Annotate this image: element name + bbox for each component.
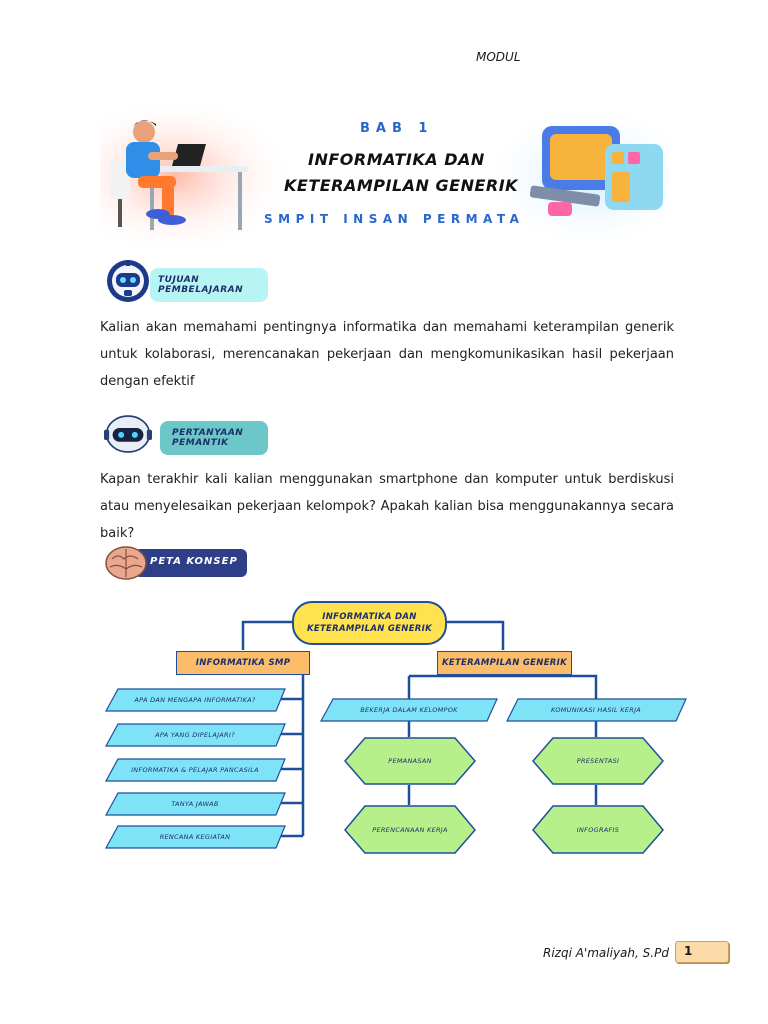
concept-root-line1: INFORMATIKA DAN (322, 612, 417, 622)
tujuan-badge: TUJUAN PEMBELAJARAN (150, 268, 268, 302)
activity-infografis: INFOGRAFIS (576, 826, 620, 834)
chapter-title-line2: KETERAMPILAN GENERIK (284, 176, 519, 195)
tujuan-badge-line2: PEMBELAJARAN (158, 285, 244, 295)
computer-illustration (529, 126, 663, 216)
tujuan-badge-line1: TUJUAN (158, 275, 200, 285)
chapter-title-line1: INFORMATIKA DAN (308, 150, 485, 169)
page-number: 1 (675, 941, 729, 963)
header-label: MODUL (476, 50, 521, 64)
student-at-desk-illustration (110, 120, 248, 230)
branch-keterampilan-generik: KETERAMPILAN GENERIK (437, 651, 572, 675)
topic-apa-dan-mengapa: APA DAN MENGAPA INFORMATIKA? (134, 696, 256, 704)
brain-icon (105, 546, 147, 580)
robot-head-icon (104, 415, 152, 453)
robot-icon (107, 260, 149, 302)
activity-presentasi: PRESENTASI (576, 757, 620, 765)
topic-apa-yang-dipelajari: APA YANG DIPELAJARI? (155, 731, 235, 739)
chapter-banner (100, 104, 670, 248)
skill-bekerja-kelompok: BEKERJA DALAM KELOMPOK (360, 706, 458, 714)
tujuan-paragraph: Kalian akan memahami pentingnya informat… (100, 320, 674, 389)
activity-pemanasan: PEMANASAN (388, 757, 432, 765)
topic-tanya-jawab: TANYA JAWAB (171, 800, 219, 808)
activity-perencanaan-kerja: PERENCANAAN KERJA (372, 826, 448, 834)
concept-root-line2: KETERAMPILAN GENERIK (306, 624, 433, 634)
pertanyaan-badge-line1: PERTANYAAN (172, 428, 244, 438)
branch-informatika-smp: INFORMATIKA SMP (176, 651, 310, 675)
peta-konsep-label: PETA KONSEP (150, 556, 238, 567)
school-name: SMPIT INSAN PERMATA (264, 212, 525, 226)
footer-author: Rizqi A'maliyah, S.Pd (543, 946, 669, 960)
peta-konsep-badge (134, 549, 247, 577)
chapter-number: BAB 1 (360, 121, 434, 136)
skill-komunikasi-hasil: KOMUNIKASI HASIL KERJA (550, 706, 642, 714)
pertanyaan-badge-line2: PEMANTIK (172, 438, 229, 448)
pertanyaan-badge: PERTANYAAN PEMANTIK (160, 421, 268, 455)
concept-root: INFORMATIKA DAN KETERAMPILAN GENERIK (292, 601, 447, 645)
pertanyaan-paragraph: Kapan terakhir kali kalian menggunakan s… (100, 472, 674, 541)
topic-rencana-kegiatan: RENCANA KEGIATAN (159, 833, 231, 841)
topic-informatika-pancasila: INFORMATIKA & PELAJAR PANCASILA (131, 766, 259, 774)
